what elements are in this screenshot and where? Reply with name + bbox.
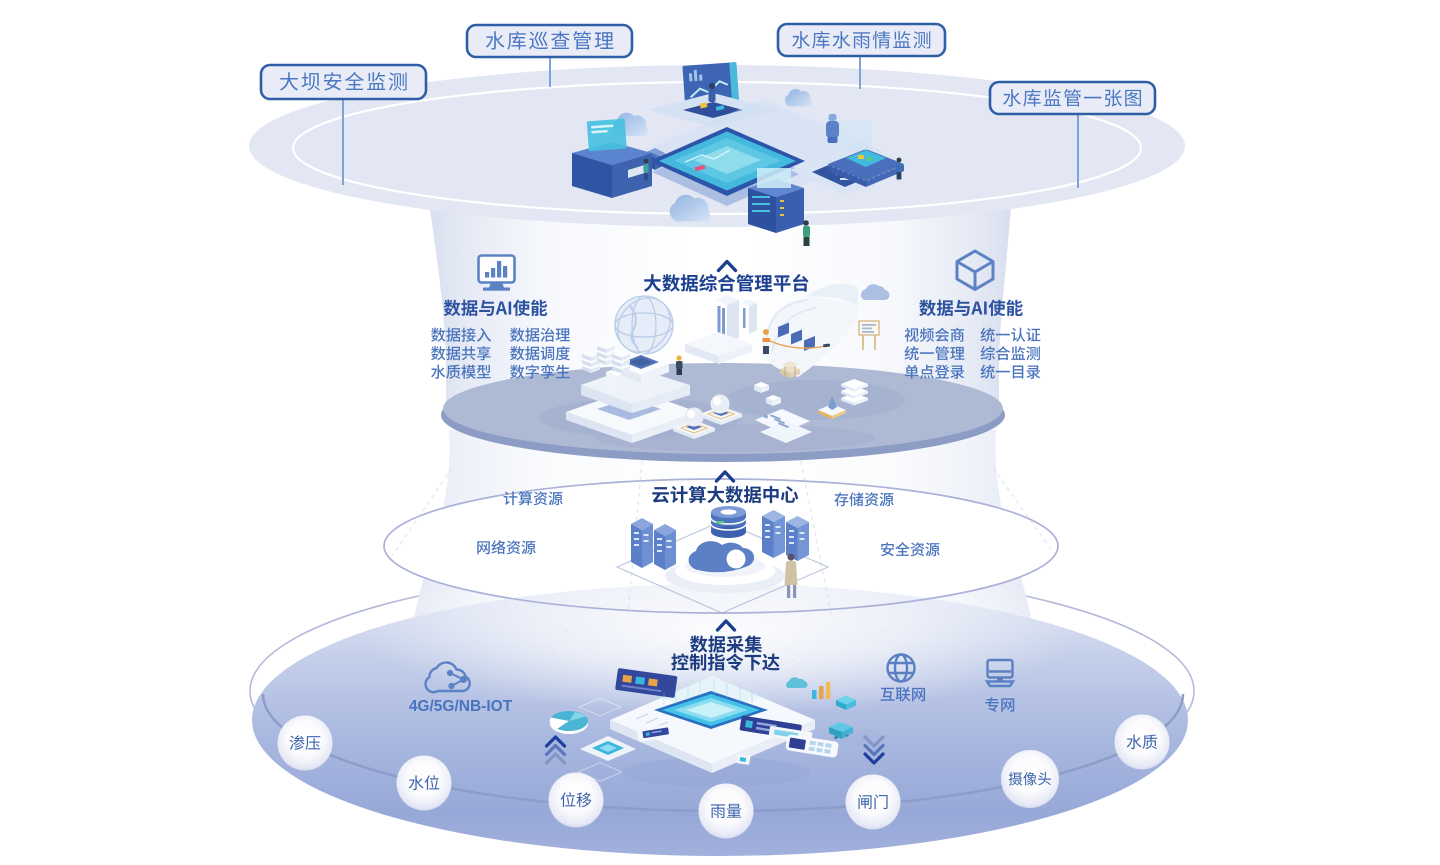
svg-text:4G/5G/NB-IOT: 4G/5G/NB-IOT xyxy=(409,698,513,715)
